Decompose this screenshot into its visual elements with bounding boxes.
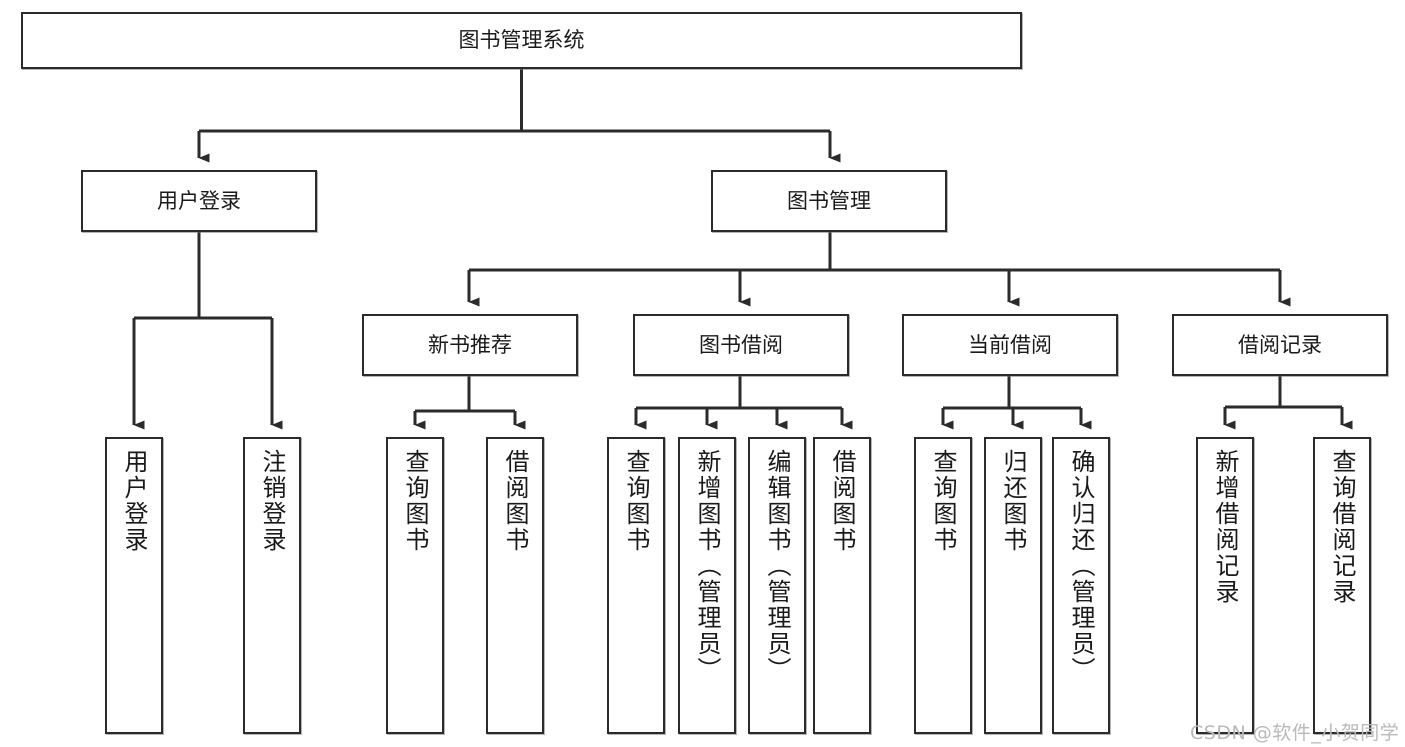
node-leaf-confirm-return[interactable]: 确认归还（管理员） (1052, 437, 1110, 734)
node-leaf-query-book-cur[interactable]: 查询图书 (914, 437, 972, 734)
node-leaf-user-login-label: 用户登录 (120, 449, 148, 553)
node-leaf-user-login[interactable]: 用户登录 (105, 437, 163, 734)
node-leaf-add-book-label: 新增图书（管理员） (693, 449, 721, 683)
node-leaf-borrow-book-label: 借阅图书 (828, 449, 856, 553)
node-book-manage-label: 图书管理 (787, 188, 871, 213)
node-leaf-edit-book-label: 编辑图书（管理员） (763, 449, 791, 683)
node-leaf-borrow-book-rec-label: 借阅图书 (501, 449, 529, 553)
node-leaf-borrow-book[interactable]: 借阅图书 (813, 437, 871, 734)
node-leaf-add-record[interactable]: 新增借阅记录 (1196, 437, 1254, 734)
node-leaf-edit-book[interactable]: 编辑图书（管理员） (748, 437, 806, 734)
node-leaf-query-record-label: 查询借阅记录 (1328, 449, 1356, 605)
node-leaf-query-record[interactable]: 查询借阅记录 (1313, 437, 1371, 734)
node-current-borrow[interactable]: 当前借阅 (902, 314, 1118, 376)
node-book-manage[interactable]: 图书管理 (711, 170, 947, 232)
node-leaf-return-book-label: 归还图书 (999, 449, 1027, 553)
node-leaf-logout-label: 注销登录 (258, 449, 286, 553)
node-user-login[interactable]: 用户登录 (81, 170, 317, 232)
node-root-label: 图书管理系统 (458, 28, 585, 53)
node-new-book-rec-label: 新书推荐 (428, 332, 512, 357)
node-borrow-record[interactable]: 借阅记录 (1172, 314, 1388, 376)
node-leaf-logout[interactable]: 注销登录 (243, 437, 301, 734)
node-leaf-query-book-rec-label: 查询图书 (401, 449, 429, 553)
node-borrow-record-label: 借阅记录 (1238, 332, 1322, 357)
node-book-borrow[interactable]: 图书借阅 (633, 314, 849, 376)
node-leaf-query-book-rec[interactable]: 查询图书 (386, 437, 444, 734)
csdn-watermark: CSDN @软件_小贺同学 (1190, 722, 1400, 744)
node-root[interactable]: 图书管理系统 (21, 12, 1022, 69)
node-leaf-add-book[interactable]: 新增图书（管理员） (678, 437, 736, 734)
node-leaf-return-book[interactable]: 归还图书 (984, 437, 1042, 734)
node-leaf-confirm-return-label: 确认归还（管理员） (1067, 449, 1095, 683)
node-leaf-query-book-borrow-label: 查询图书 (622, 449, 650, 553)
node-leaf-add-record-label: 新增借阅记录 (1211, 449, 1239, 605)
node-current-borrow-label: 当前借阅 (968, 332, 1052, 357)
node-leaf-query-book-borrow[interactable]: 查询图书 (607, 437, 665, 734)
node-book-borrow-label: 图书借阅 (699, 332, 783, 357)
node-user-login-label: 用户登录 (157, 188, 241, 213)
node-new-book-rec[interactable]: 新书推荐 (362, 314, 578, 376)
node-leaf-query-book-cur-label: 查询图书 (929, 449, 957, 553)
node-leaf-borrow-book-rec[interactable]: 借阅图书 (486, 437, 544, 734)
